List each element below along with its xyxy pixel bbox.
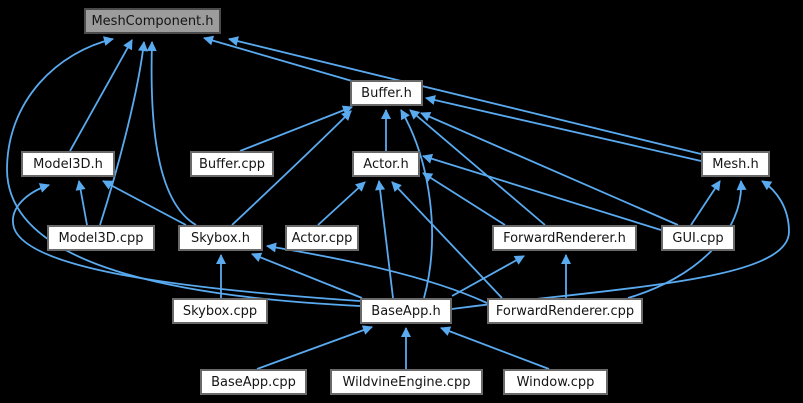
graph-node-BaseApp.h[interactable]: BaseApp.h	[360, 298, 452, 324]
edge-ForwardRenderer.cpp-includes-Mesh.h	[627, 180, 747, 299]
graph-root-node: MeshComponent.h	[84, 8, 221, 34]
graph-node-Buffer.cpp[interactable]: Buffer.cpp	[190, 151, 274, 177]
graph-node-Actor.cpp[interactable]: Actor.cpp	[285, 225, 359, 251]
graph-node-Model3D.h[interactable]: Model3D.h	[21, 151, 115, 177]
graph-node-Buffer.h[interactable]: Buffer.h	[350, 80, 423, 106]
graph-node-Actor.h[interactable]: Actor.h	[352, 151, 420, 177]
edge-ForwardRenderer.h-includes-Actor.h	[422, 172, 506, 226]
edge-ForwardRenderer.cpp-includes-Actor.h	[391, 181, 503, 299]
edge-Mesh.h-includes-Buffer.h	[425, 95, 702, 162]
edge-Buffer.h-includes-MeshComponent.h	[203, 35, 353, 82]
edge-BaseApp.cpp-includes-BaseApp.h	[256, 325, 373, 370]
edge-BaseApp.h-includes-Mesh.h	[451, 180, 790, 310]
edge-BaseApp.h-includes-ForwardRenderer.h	[451, 255, 525, 297]
edge-GUI.cpp-includes-Buffer.h	[420, 112, 679, 226]
graph-node-Skybox.cpp[interactable]: Skybox.cpp	[172, 298, 268, 324]
edge-Model3D.cpp-includes-MeshComponent.h	[99, 41, 148, 226]
edge-Model3D.cpp-includes-Model3D.h	[75, 180, 88, 226]
edge-Model3D.h-includes-MeshComponent.h	[69, 39, 133, 152]
graph-node-Mesh.h[interactable]: Mesh.h	[701, 151, 770, 177]
edge-Actor.cpp-includes-Actor.h	[317, 181, 366, 226]
edge-BaseApp.h-includes-Buffer.h	[400, 109, 433, 299]
graph-node-Model3D.cpp[interactable]: Model3D.cpp	[47, 225, 155, 251]
edge-GUI.cpp-includes-Mesh.h	[690, 180, 721, 226]
edge-Skybox.h-includes-Buffer.h	[231, 110, 352, 226]
edge-BaseApp.h-includes-Model3D.h	[12, 183, 361, 302]
edge-GUI.cpp-includes-Actor.h	[422, 153, 662, 231]
edge-BaseApp.h-includes-Actor.h	[375, 180, 394, 299]
edge-Skybox.h-includes-MeshComponent.h	[146, 41, 197, 226]
graph-node-WildvineEngine.cpp[interactable]: WildvineEngine.cpp	[330, 369, 483, 395]
edge-ForwardRenderer.h-includes-Buffer.h	[409, 109, 546, 226]
graph-node-Window.cpp[interactable]: Window.cpp	[503, 369, 608, 395]
graph-node-GUI.cpp[interactable]: GUI.cpp	[661, 225, 735, 251]
edge-Buffer.cpp-includes-Buffer.h	[239, 105, 353, 152]
graph-node-BaseApp.cpp[interactable]: BaseApp.cpp	[200, 369, 307, 395]
graph-node-ForwardRenderer.h[interactable]: ForwardRenderer.h	[492, 225, 637, 251]
edge-Window.cpp-includes-BaseApp.h	[440, 326, 550, 370]
graph-node-ForwardRenderer.cpp[interactable]: ForwardRenderer.cpp	[487, 298, 643, 324]
edge-BaseApp.h-includes-Skybox.h	[251, 252, 363, 299]
edge-Skybox.h-includes-Model3D.h	[102, 180, 187, 226]
graph-node-Skybox.h[interactable]: Skybox.h	[178, 225, 263, 251]
edge-BaseApp.h-includes-MeshComponent.h	[6, 36, 361, 307]
edge-Mesh.h-includes-MeshComponent.h	[228, 36, 702, 155]
